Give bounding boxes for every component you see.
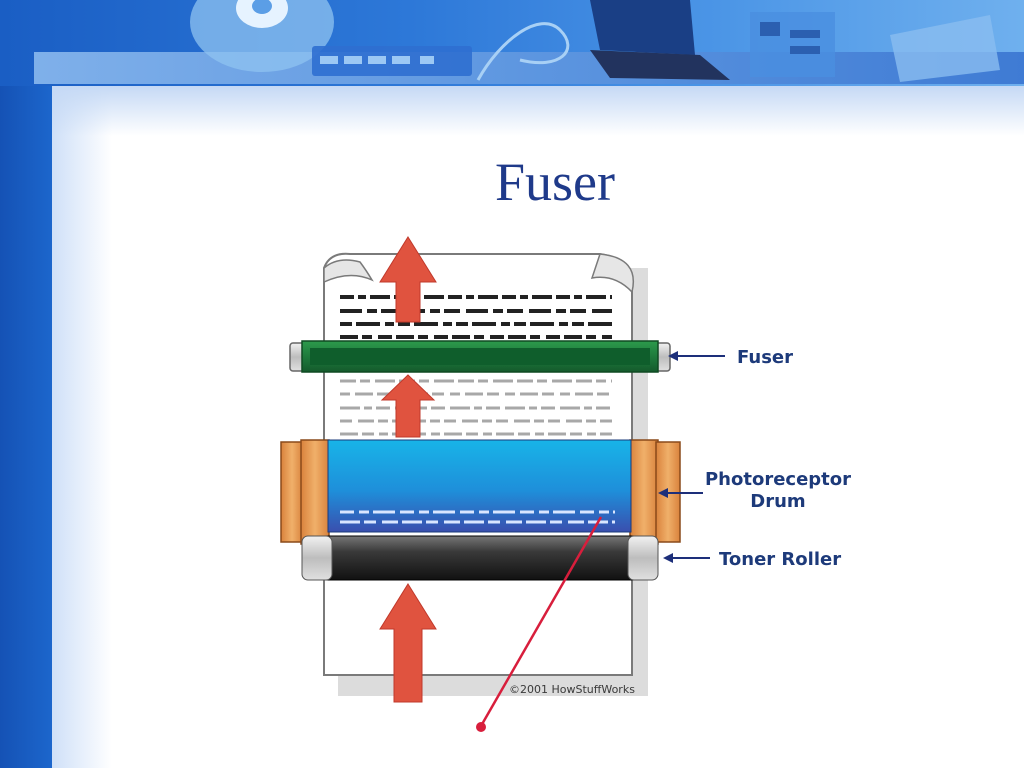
fuser-label: Fuser	[737, 347, 793, 368]
toner-roller-cap-left	[301, 535, 333, 581]
paper-direction-arrow-middle	[380, 374, 436, 438]
paper-curl-right	[590, 253, 634, 294]
fused-toner-text	[340, 295, 612, 339]
toner-roller-callout-arrow	[663, 553, 710, 563]
usb-hub-icon	[312, 46, 472, 76]
paper-curl-left	[323, 259, 374, 284]
unfused-toner-text	[340, 379, 612, 436]
panel-shadow-left	[52, 86, 112, 768]
paper-direction-arrow-bottom	[379, 583, 437, 703]
page-title: Fuser	[495, 152, 615, 212]
laser-source-dot	[476, 722, 486, 732]
drum-flange-left	[280, 439, 330, 545]
drum-label-line-2: Drum	[750, 491, 805, 512]
copyright-credit: ©2001 HowStuffWorks	[509, 683, 635, 696]
circuit-board-icon	[750, 12, 835, 77]
panel-shadow-top	[52, 86, 1024, 136]
laptop-icon	[590, 0, 730, 80]
header-strip	[34, 52, 1024, 84]
drum-callout-arrow	[658, 488, 703, 498]
drum-label-line-1: Photoreceptor	[705, 469, 851, 490]
cable-icon	[476, 22, 570, 81]
toner-roller-cap-right	[627, 535, 659, 581]
cd-disc-icon	[190, 0, 334, 72]
header-artwork	[190, 0, 1000, 82]
scanner-icon	[890, 15, 1000, 82]
fuser-roller	[289, 340, 671, 373]
toner-roller-label: Toner Roller	[719, 549, 841, 570]
left-sidebar-bar	[0, 86, 52, 768]
paper-direction-arrow-top	[379, 236, 437, 323]
fuser-callout-arrow	[668, 351, 725, 361]
laser-beam	[476, 516, 603, 732]
toner-roller	[301, 535, 659, 581]
photoreceptor-drum	[327, 439, 632, 533]
